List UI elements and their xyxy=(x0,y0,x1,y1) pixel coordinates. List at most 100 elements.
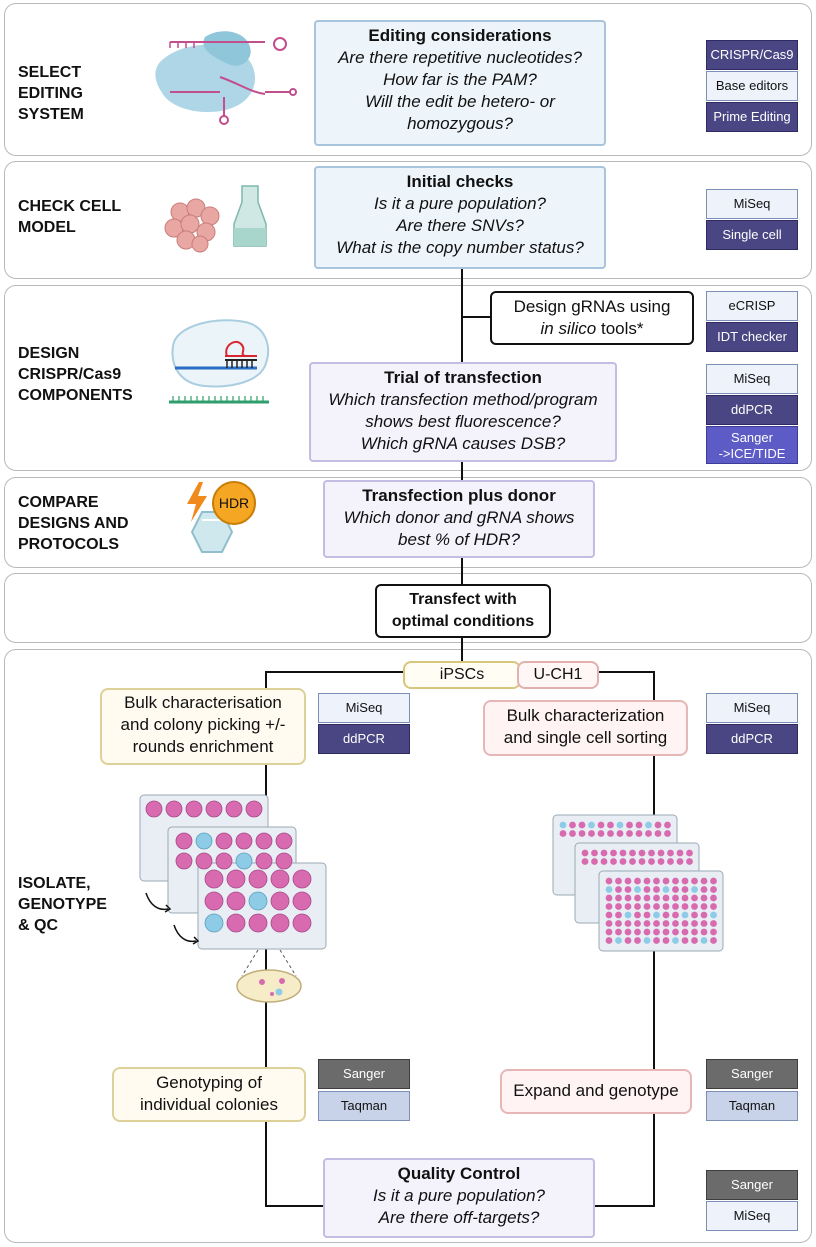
plate-well xyxy=(710,894,717,902)
tag-idt-checker: IDT checker xyxy=(706,322,798,352)
quality-control-box: Quality Control Is it a pure population?… xyxy=(323,1158,595,1238)
plate-well xyxy=(672,886,679,893)
ipsc-geno-line1: Genotyping of xyxy=(156,1073,262,1092)
plate-well xyxy=(600,849,608,857)
plate-well xyxy=(610,849,617,857)
lightning-bolt-icon xyxy=(187,482,207,522)
plate-well xyxy=(700,886,708,893)
ipsc-label-box: iPSCs xyxy=(403,661,521,689)
plate-well xyxy=(615,928,622,936)
plate-well xyxy=(657,849,665,857)
editing-considerations-box: Editing considerations Are there repetit… xyxy=(314,20,606,146)
plate-well xyxy=(710,928,717,936)
plate-well xyxy=(581,858,589,865)
plate-well xyxy=(653,903,660,910)
initial-q2: Are there SNVs? xyxy=(396,216,524,235)
tag-miseq-trial: MiSeq xyxy=(706,364,798,394)
tag-sanger-ice-tide: Sanger->ICE/TIDE xyxy=(706,426,798,464)
plate-well xyxy=(676,849,684,857)
plate-well xyxy=(691,937,698,944)
editing-q3: Will the edit be hetero- or xyxy=(365,92,555,111)
plate-well xyxy=(615,894,622,902)
label-isolate-genotype-qc: ISOLATE,GENOTYPE& QC xyxy=(18,875,107,934)
plate-well xyxy=(662,886,670,893)
plate-well xyxy=(616,821,624,829)
design-grna-box: Design gRNAs using in silico tools* xyxy=(490,291,694,345)
plate-well xyxy=(681,920,689,927)
plate-well xyxy=(634,894,641,902)
plate-well xyxy=(653,886,660,893)
plate-well xyxy=(634,920,641,927)
plate-well xyxy=(626,830,633,837)
ipsc-genotyping-box: Genotyping of individual colonies xyxy=(112,1067,306,1122)
hdr-label: HDR xyxy=(218,495,250,511)
connector-left-to-qc xyxy=(265,1205,325,1207)
trial-transfection-box: Trial of transfection Which transfection… xyxy=(309,362,617,462)
plate-well xyxy=(624,937,632,944)
plate-well xyxy=(700,877,708,885)
plate-well xyxy=(653,911,660,919)
plate-well xyxy=(662,911,670,919)
plate-well xyxy=(672,911,679,919)
plate-well xyxy=(710,903,717,910)
plate-well xyxy=(626,821,633,829)
plate-well xyxy=(700,903,708,910)
tag-miseq-initial: MiSeq xyxy=(706,189,798,219)
tag-taqman-ipsc: Taqman xyxy=(318,1091,410,1121)
plate-well xyxy=(607,830,614,837)
connector-optimal-down xyxy=(461,636,463,672)
culture-flask-illustration xyxy=(233,185,267,247)
plate-well xyxy=(667,849,674,857)
plate-well xyxy=(653,937,660,944)
cas9-grna-complex-illustration xyxy=(169,319,270,404)
tag-miseq-qc: MiSeq xyxy=(706,1201,798,1231)
plate-well xyxy=(634,903,641,910)
plate-well xyxy=(710,911,717,919)
plate-well xyxy=(634,877,641,885)
trial-title: Trial of transfection xyxy=(384,368,542,387)
plate-well xyxy=(605,937,613,944)
plate-well xyxy=(610,858,617,865)
plate-well xyxy=(629,858,636,865)
plate-well xyxy=(597,830,605,837)
plate-well xyxy=(615,920,622,927)
plate-well xyxy=(710,877,717,885)
plate-well xyxy=(635,830,643,837)
plate-well xyxy=(605,911,613,919)
plate-well xyxy=(676,858,684,865)
plate-well xyxy=(605,903,613,910)
initial-q3: What is the copy number status? xyxy=(336,238,584,257)
ipsc-24-well-plates-illustration xyxy=(139,794,327,950)
tag-sanger-uch1: Sanger xyxy=(706,1059,798,1089)
tag-sanger-ipsc: Sanger xyxy=(318,1059,410,1089)
plate-well xyxy=(588,821,595,829)
qc-q2: Are there off-targets? xyxy=(378,1208,540,1227)
plate-well xyxy=(624,886,632,893)
donor-q2: best % of HDR? xyxy=(398,530,520,549)
plate-well xyxy=(653,877,660,885)
petri-dish-illustration xyxy=(236,949,302,1003)
tag-miseq-uch1: MiSeq xyxy=(706,693,798,723)
tag-base-editors: Base editors xyxy=(706,71,798,101)
plate-well xyxy=(691,903,698,910)
plate-well xyxy=(634,937,641,944)
uch1-expand-genotype-box: Expand and genotype xyxy=(500,1069,692,1114)
plate-well xyxy=(664,830,671,837)
plate-well xyxy=(638,849,646,857)
plate-well xyxy=(653,894,660,902)
plate-well xyxy=(643,886,651,893)
tag-ecrisp: eCRISP xyxy=(706,291,798,321)
plate-well xyxy=(681,903,689,910)
qc-title: Quality Control xyxy=(397,1164,521,1183)
optimal-conditions-box: Transfect with optimal conditions xyxy=(375,584,551,638)
plate-well xyxy=(648,849,655,857)
initial-checks-box: Initial checks Is it a pure population? … xyxy=(314,166,606,269)
design-grna-line2: in silico tools* xyxy=(540,319,644,338)
plate-well xyxy=(605,920,613,927)
initial-title: Initial checks xyxy=(406,172,514,191)
trial-q1: Which transfection method/program xyxy=(328,390,598,409)
plate-well xyxy=(591,849,598,857)
uch1-bulk-box: Bulk characterization and single cell so… xyxy=(483,700,688,756)
plate-well xyxy=(559,821,567,829)
